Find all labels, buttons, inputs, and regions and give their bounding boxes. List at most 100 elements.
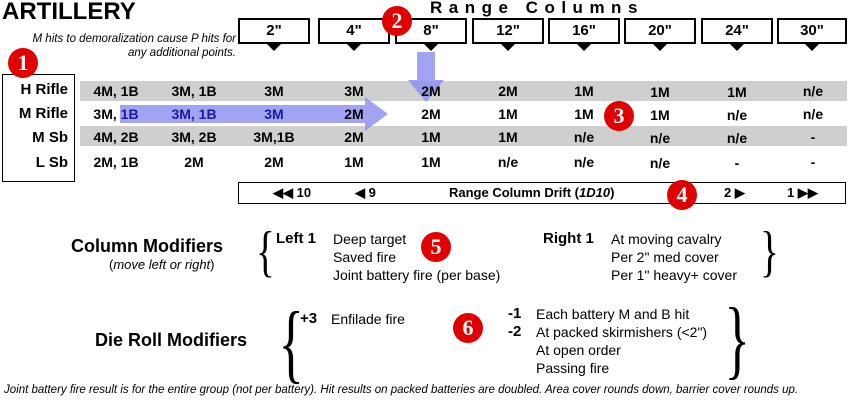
cell-l-sb-8: n/e bbox=[649, 155, 671, 171]
cell-h-rifle-2: 3M, 1B bbox=[171, 83, 217, 99]
cell-m-sb-5: 1M bbox=[421, 129, 441, 145]
die-roll-modifiers-title: Die Roll Modifiers bbox=[95, 330, 248, 350]
column-pointer-icon bbox=[501, 44, 515, 51]
cell-m-sb-3: 3M,1B bbox=[253, 129, 295, 145]
cell-h-rifle-8: 1M bbox=[650, 84, 670, 100]
cell-l-sb-9: - bbox=[734, 155, 740, 171]
cell-h-rifle-4: 3M bbox=[344, 83, 364, 99]
cell-l-sb-10: - bbox=[810, 154, 816, 170]
minus2-head: -2 bbox=[508, 323, 522, 340]
cell-l-sb-5: 1M bbox=[421, 154, 441, 170]
left1-item-joint-battery: Joint battery fire (per base) bbox=[333, 267, 501, 283]
horizontal-highlight-arrow bbox=[120, 97, 388, 131]
row-labels-box: H Rifle M Rifle M Sb L Sb bbox=[2, 74, 75, 182]
cell-m-sb-10: - bbox=[810, 129, 816, 145]
left1-item-saved-fire: Saved fire bbox=[333, 249, 397, 265]
range-column-drift-bar: ◀◀ 10 ◀ 9 Range Column Drift (1D10) 2 ▶ … bbox=[238, 182, 846, 204]
cell-h-rifle-3: 3M bbox=[264, 83, 284, 99]
right-brace-icon: } bbox=[760, 221, 779, 283]
minus1-head: -1 bbox=[508, 305, 522, 322]
column-pointer-icon bbox=[424, 44, 438, 51]
drift-right-2: 2 ▶ bbox=[724, 185, 745, 200]
die-left-brace-icon: { bbox=[278, 295, 304, 392]
right1-head: Right 1 bbox=[543, 230, 594, 247]
cell-m-rifle-5: 2M bbox=[421, 106, 441, 122]
plus3-item-enfilade: Enfilade fire bbox=[331, 311, 405, 327]
cell-m-rifle-9: n/e bbox=[726, 107, 748, 123]
cell-l-sb-6: n/e bbox=[497, 154, 519, 170]
column-pointer-icon bbox=[577, 44, 591, 51]
cell-h-rifle-7: 1M bbox=[574, 83, 594, 99]
column-header-30in: 30" bbox=[777, 18, 847, 44]
left1-head: Left 1 bbox=[276, 230, 317, 247]
badge-4-icon: 4 bbox=[667, 180, 697, 210]
cell-m-sb-2: 3M, 2B bbox=[171, 129, 217, 145]
footer-note: Joint battery fire result is for the ent… bbox=[4, 384, 799, 396]
left1-item-deep-target: Deep target bbox=[333, 231, 407, 247]
cell-m-rifle-10: n/e bbox=[802, 106, 824, 122]
drift-label-prefix: Range Column Drift ( bbox=[449, 185, 579, 200]
cell-m-rifle-1: 3M, 1B bbox=[93, 106, 139, 122]
cell-m-rifle-8: 1M bbox=[650, 107, 670, 123]
column-modifiers-title: Column Modifiers bbox=[71, 236, 223, 256]
cell-m-sb-7: n/e bbox=[573, 129, 595, 145]
column-pointer-icon bbox=[805, 44, 819, 51]
minus2-item-packed-skirmishers: At packed skirmishers (<2") bbox=[536, 324, 708, 340]
left-brace-icon: { bbox=[256, 221, 275, 283]
column-pointer-icon bbox=[653, 44, 667, 51]
cell-l-sb-4: 1M bbox=[344, 154, 364, 170]
cell-m-rifle-7: 1M bbox=[574, 106, 594, 122]
page-title: ARTILLERY bbox=[2, 0, 136, 25]
cell-m-sb-9: n/e bbox=[726, 130, 748, 146]
plus3-head: +3 bbox=[300, 310, 318, 327]
cell-h-rifle-10: n/e bbox=[802, 83, 824, 99]
badge-1-icon: 1 bbox=[8, 48, 38, 78]
subtitle-note: M hits to demoralization cause P hits fo… bbox=[32, 33, 236, 59]
drift-left-10: ◀◀ 10 bbox=[273, 185, 312, 200]
column-header-2in: 2" bbox=[238, 18, 310, 44]
column-pointer-icon bbox=[347, 44, 361, 51]
cell-m-sb-6: 1M bbox=[498, 129, 518, 145]
drift-label: Range Column Drift (1D10) bbox=[449, 185, 614, 200]
cell-h-rifle-9: 1M bbox=[727, 84, 747, 100]
row-label-h-rifle: H Rifle bbox=[20, 81, 68, 98]
column-modifiers-subtitle-prefix: ( bbox=[109, 257, 114, 272]
right1-item-med-cover: Per 2" med cover bbox=[611, 249, 719, 265]
cell-h-rifle-5: 2M bbox=[421, 83, 441, 99]
column-modifiers-subtitle-italic: move left or right bbox=[113, 257, 211, 272]
badge-6-icon: 6 bbox=[453, 313, 483, 343]
column-header-12in: 12" bbox=[472, 18, 544, 44]
row-label-m-sb: M Sb bbox=[32, 129, 68, 146]
cell-m-sb-1: 4M, 2B bbox=[93, 129, 139, 145]
column-pointer-icon bbox=[267, 44, 281, 51]
row-label-m-rifle: M Rifle bbox=[18, 105, 68, 122]
minus2-item-passing-fire: Passing fire bbox=[536, 360, 610, 376]
badge-3-icon: 3 bbox=[604, 101, 634, 131]
vertical-highlight-arrow bbox=[408, 52, 444, 102]
cell-m-rifle-3: 3M bbox=[264, 106, 284, 122]
minus2-item-open-order: At open order bbox=[536, 342, 621, 358]
badge-5-icon: 5 bbox=[421, 232, 451, 262]
right1-item-moving-cavalry: At moving cavalry bbox=[611, 231, 722, 247]
cell-l-sb-1: 2M, 1B bbox=[93, 154, 139, 170]
right1-item-heavy-cover: Per 1" heavy+ cover bbox=[611, 267, 737, 283]
cell-h-rifle-6: 2M bbox=[498, 83, 518, 99]
column-header-16in: 16" bbox=[548, 18, 620, 44]
column-header-20in: 20" bbox=[624, 18, 696, 44]
cell-m-sb-4: 2M bbox=[344, 129, 364, 145]
row-band-h-rifle bbox=[80, 81, 847, 101]
column-pointer-icon bbox=[730, 44, 744, 51]
drift-label-die: 1D10 bbox=[579, 185, 611, 200]
die-right-brace-icon: } bbox=[724, 291, 750, 388]
cell-m-rifle-2: 3M, 1B bbox=[171, 106, 217, 122]
badge-2-icon: 2 bbox=[382, 6, 412, 36]
cell-l-sb-7: n/e bbox=[573, 154, 595, 170]
drift-left-9: ◀ 9 bbox=[355, 185, 376, 200]
cell-m-rifle-6: 1M bbox=[498, 106, 518, 122]
cell-l-sb-2: 2M bbox=[184, 154, 204, 170]
drift-label-suffix: ) bbox=[610, 185, 615, 200]
cell-m-rifle-4: 2M bbox=[344, 106, 364, 122]
cell-h-rifle-1: 4M, 1B bbox=[93, 83, 139, 99]
column-modifiers-subtitle: (move left or right) bbox=[109, 257, 215, 272]
